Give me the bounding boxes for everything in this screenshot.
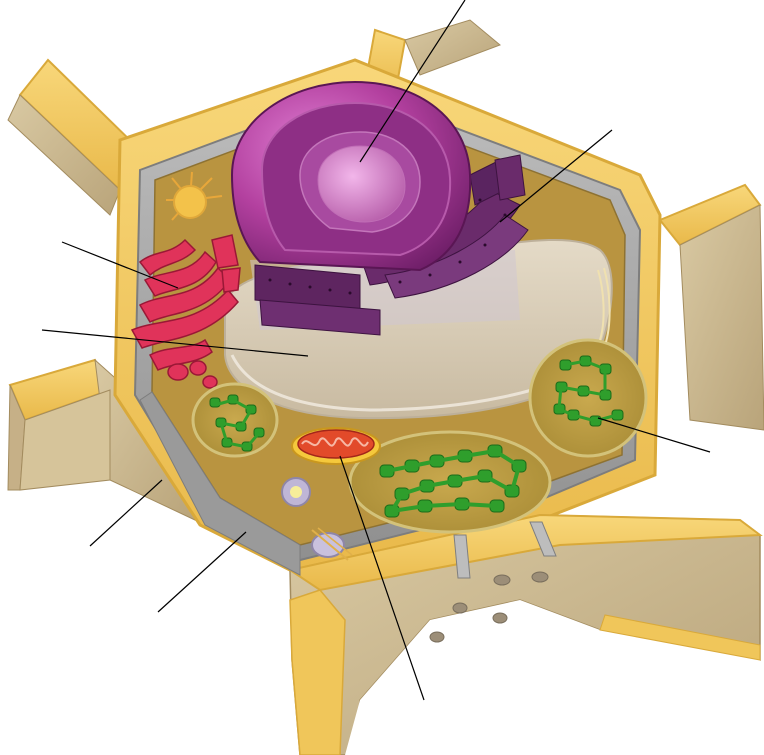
mitochondrion [292,428,380,464]
leader-line-cell-wall [90,480,162,546]
vesicle [282,478,310,506]
nucleolus [318,146,405,222]
chloroplast-right [530,340,646,456]
chloroplast-left [193,384,277,456]
nucleus [232,82,470,270]
leader-line-cell-membrane [158,532,246,612]
